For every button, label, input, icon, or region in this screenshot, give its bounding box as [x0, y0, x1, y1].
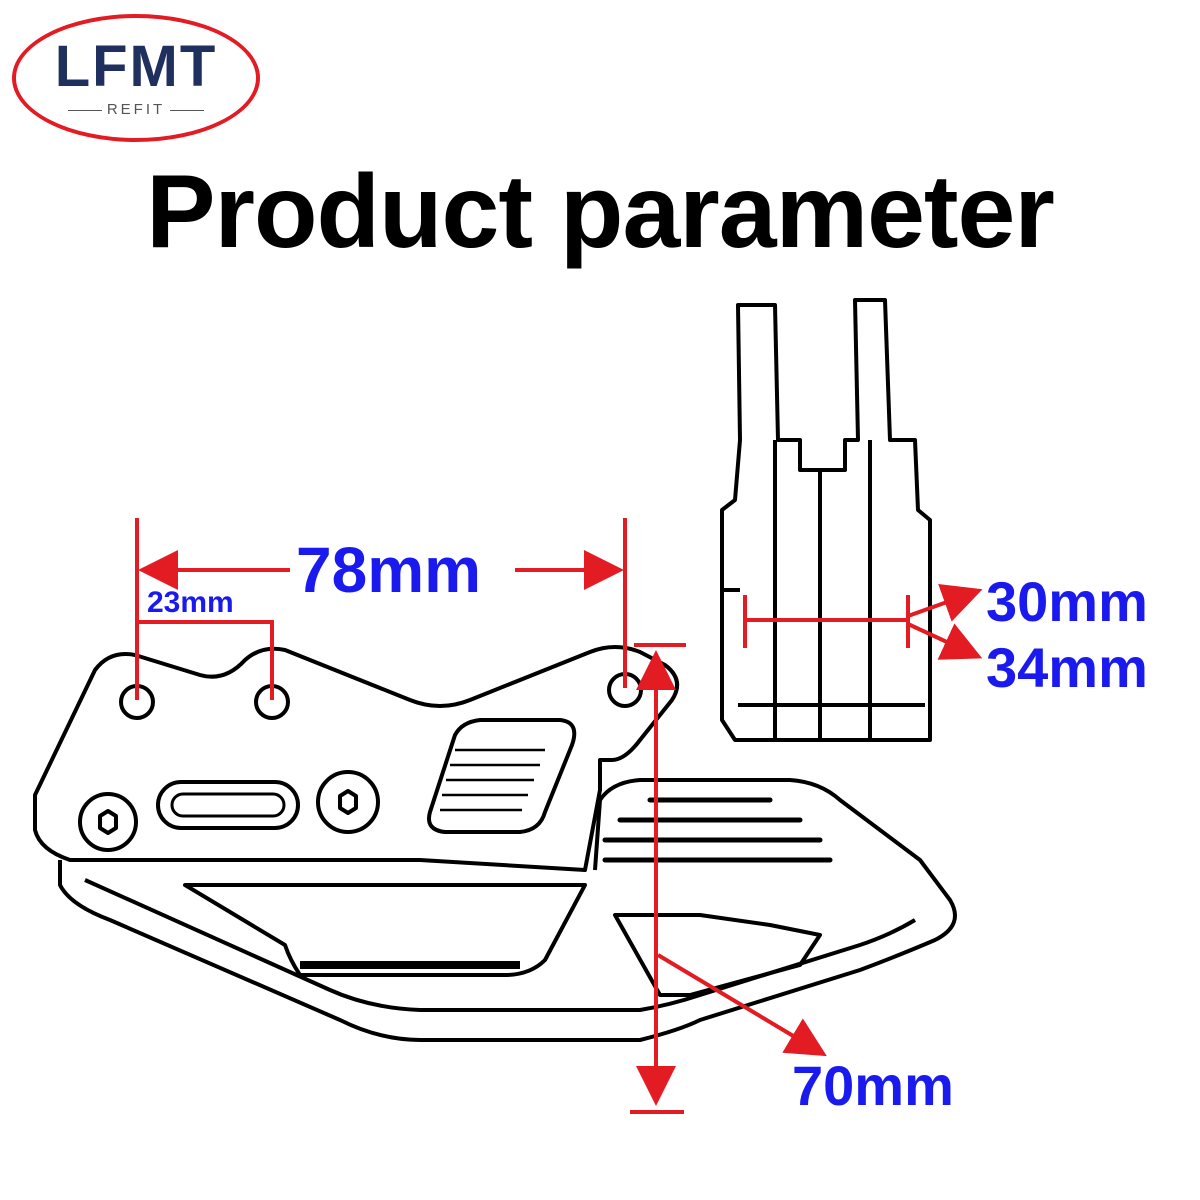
mounting-plate-outline	[33, 645, 680, 872]
dim-70-leader	[656, 953, 827, 1057]
logo-oval	[12, 14, 260, 142]
dim-label-78mm: 78mm	[296, 534, 481, 606]
chain-guide-side-view	[33, 645, 957, 1042]
bolt-head-left	[98, 809, 118, 835]
bolt-left	[78, 792, 138, 852]
guide-grooves	[602, 797, 833, 863]
logo-subtext: REFIT	[106, 101, 166, 118]
adjust-slot-outer	[156, 780, 300, 830]
bolt-head-right	[338, 789, 358, 815]
window-ribs	[440, 748, 545, 812]
page-title: Product parameter	[146, 154, 1055, 270]
guide-cutout-right	[613, 913, 822, 997]
chain-guide-end-view	[720, 298, 932, 742]
dim-label-23mm: 23mm	[147, 586, 234, 619]
dim-23-bracket	[137, 620, 274, 700]
bolt-right	[316, 770, 380, 834]
dimension-lines	[135, 518, 983, 1114]
guide-body-outline	[58, 778, 957, 1042]
logo-wordmark: LFMT	[54, 34, 218, 99]
logo-rule-right	[170, 110, 204, 111]
ribbed-window	[427, 718, 577, 834]
adjust-slot-inner	[170, 792, 286, 818]
brand-logo: LFMT REFIT	[12, 14, 260, 142]
dim-30-leader	[907, 583, 983, 622]
dim-label-70mm: 70mm	[792, 1054, 954, 1117]
dim-label-30mm: 30mm	[986, 570, 1148, 633]
dim-34-leader	[907, 622, 983, 660]
end-view-outline	[720, 298, 932, 742]
dim-label-34mm: 34mm	[986, 636, 1148, 699]
guide-cutout-left	[183, 883, 587, 977]
logo-rule-left	[68, 110, 102, 111]
guide-body-inner-edge	[84, 878, 917, 1012]
